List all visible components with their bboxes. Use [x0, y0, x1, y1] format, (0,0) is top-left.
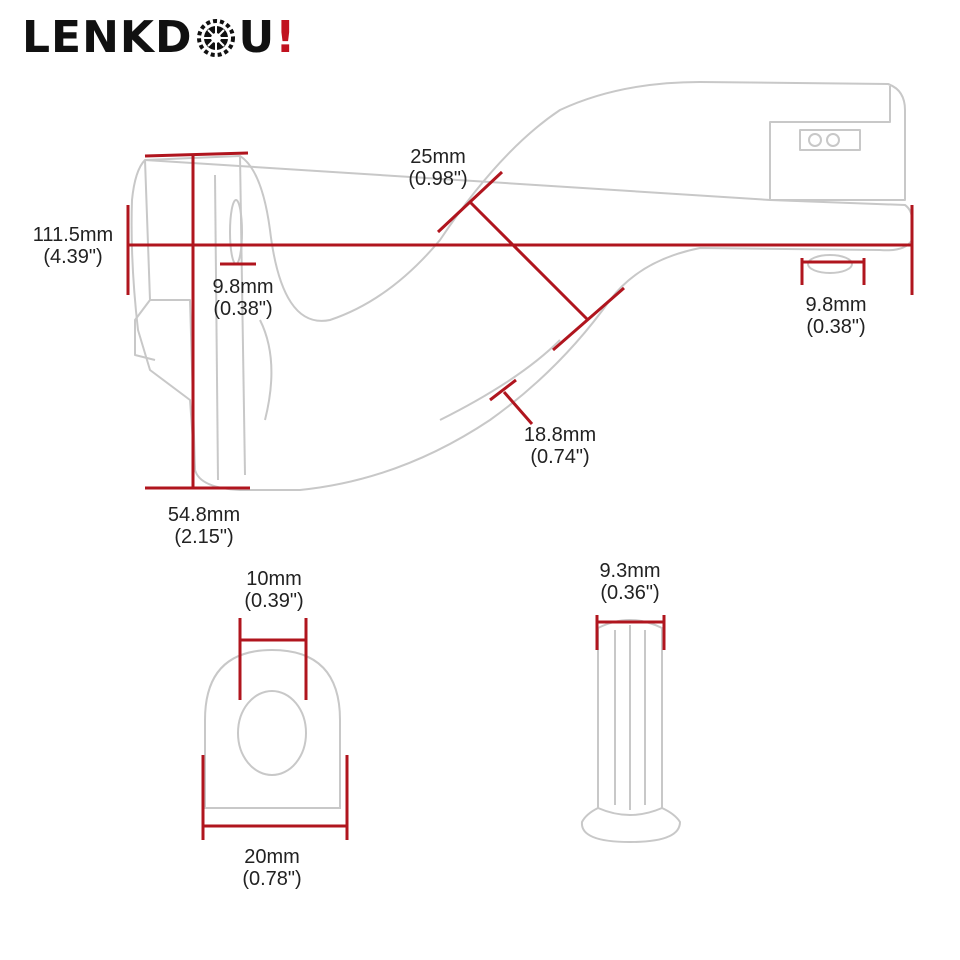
gear-icon [196, 18, 235, 57]
label-thickness-mm: 18.8mm [523, 424, 597, 446]
label-width-mm: 54.8mm [167, 504, 241, 526]
dim-thick-tick [489, 378, 517, 402]
label-spacer-hole-mm: 10mm [246, 568, 302, 590]
label-hole-left-mm: 9.8mm [212, 276, 274, 298]
dimension-lines [126, 151, 914, 840]
brand-suffix: U [238, 12, 276, 63]
label-pin-inch: (0.36") [600, 582, 660, 604]
label-hole-left-inch: (0.38") [213, 298, 273, 320]
label-width: 54.8mm (2.15") [152, 504, 256, 548]
label-hole-right-inch: (0.38") [806, 316, 866, 338]
label-thickness: 18.8mm (0.74") [508, 424, 612, 468]
label-spacer-hole: 10mm (0.39") [226, 568, 322, 612]
label-spacer-width-inch: (0.78") [242, 868, 302, 890]
label-bend-mm: 25mm [410, 146, 466, 168]
label-pin: 9.3mm (0.36") [582, 560, 678, 604]
label-hole-right: 9.8mm (0.38") [786, 294, 886, 338]
spacer-outline [204, 648, 341, 809]
brand-prefix: LENKD [22, 12, 193, 63]
label-width-inch: (2.15") [174, 526, 234, 548]
label-pin-mm: 9.3mm [599, 560, 661, 582]
dim-bend-line [468, 200, 590, 322]
brand-bang: ! [275, 12, 297, 63]
label-spacer-width-mm: 20mm [244, 846, 300, 868]
dim-thick-line [502, 391, 534, 425]
label-hole-left: 9.8mm (0.38") [198, 276, 288, 320]
dim-width-top [144, 151, 249, 158]
label-height-inch: (4.39") [43, 246, 103, 268]
label-bend-inch: (0.98") [408, 168, 468, 190]
label-hole-right-mm: 9.8mm [805, 294, 867, 316]
label-bend: 25mm (0.98") [388, 146, 488, 190]
label-height-mm: 111.5mm [32, 224, 114, 246]
label-spacer-hole-inch: (0.39") [244, 590, 304, 612]
label-thickness-inch: (0.74") [530, 446, 590, 468]
pin-outline [580, 619, 682, 844]
label-height: 111.5mm (4.39") [14, 224, 132, 268]
label-spacer-width: 20mm (0.78") [224, 846, 320, 890]
brand-logo: LENKD U ! [22, 12, 296, 63]
